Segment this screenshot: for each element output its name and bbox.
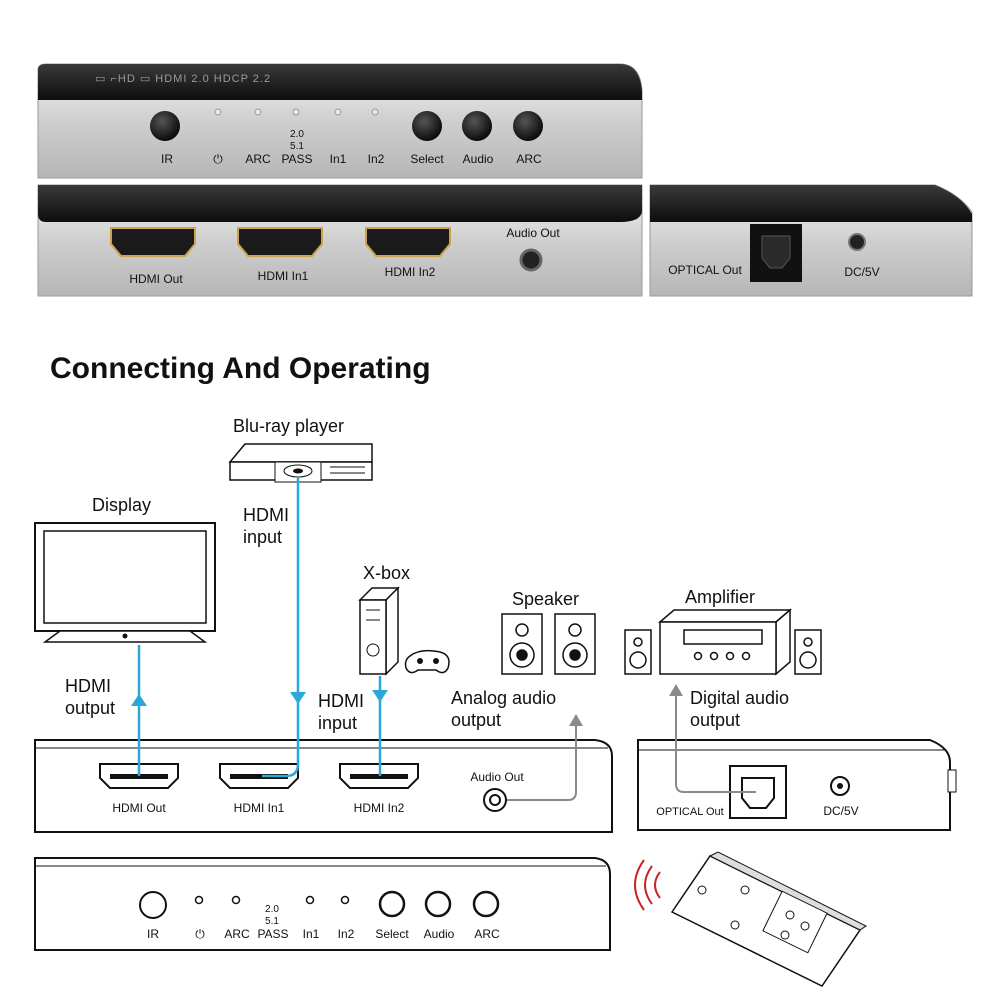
analog-audio-cable: [507, 714, 583, 801]
diagram-side-label: DC/5V: [823, 804, 858, 818]
photo-side-label: DC/5V: [844, 265, 879, 279]
display-label: Display: [92, 495, 151, 515]
diagram-front-label: In1: [303, 927, 320, 941]
hdmi-input-2-label: input: [318, 713, 357, 733]
hdmi-input-2-label: HDMI: [318, 691, 364, 711]
diagram-pass-label: 2.0: [265, 904, 279, 915]
diagram-back-label: HDMI In1: [234, 801, 285, 815]
photo-front-label: ⏻: [213, 152, 223, 166]
photo-side-panel: OPTICAL Out DC/5V: [649, 184, 973, 297]
diagram-front-label: Select: [375, 927, 409, 941]
photo-pass-label: 5.1: [290, 141, 304, 152]
diagram-back-label: HDMI Out: [112, 801, 166, 815]
diagram-pass-label: 5.1: [265, 916, 279, 927]
diagram-side-label: OPTICAL Out: [656, 806, 723, 818]
diagram-back-panel: HDMI Out HDMI In1 HDMI In2 Audio Out: [34, 739, 613, 833]
photo-band-text: ▭ ⌐HD ▭ HDMI 2.0 HDCP 2.2: [95, 73, 271, 85]
diagram-front-label: ARC: [224, 927, 250, 941]
hdmi-cable-xbox: [372, 676, 388, 776]
photo-front-label: Audio: [463, 152, 494, 166]
gamepad-icon: [404, 649, 450, 674]
speaker-device: Speaker: [501, 589, 596, 675]
photo-front-label: In2: [368, 152, 385, 166]
analog-audio-label: output: [451, 710, 501, 730]
display-device: Display: [34, 495, 216, 643]
diagram-front-label: Audio: [424, 927, 455, 941]
photo-back-panel: HDMI Out HDMI In1 HDMI In2 Audio Out: [37, 184, 643, 297]
diagram-side-panel: OPTICAL Out DC/5V: [637, 739, 957, 831]
diagram-front-panel: IR ⏻ ARC 2.0 5.1 PASS In1 In2 Select Aud…: [34, 857, 611, 951]
diagram-front-label: ARC: [474, 927, 500, 941]
diagram-front-label: ⏻: [195, 927, 205, 941]
ir-receiver-icon: [150, 111, 180, 141]
digital-audio-cable: [669, 684, 756, 793]
bluray-device: Blu-ray player: [228, 416, 373, 483]
section-title: Connecting And Operating: [50, 352, 431, 385]
bluray-label: Blu-ray player: [233, 416, 344, 436]
photo-front-label: In1: [330, 152, 347, 166]
hdmi-cable-bluray: [262, 478, 306, 778]
ir-signal-icon: [634, 859, 661, 911]
dc-jack-icon: [848, 233, 866, 251]
photo-front-label: ARC: [516, 152, 542, 166]
hdmi-port-icon: [110, 227, 451, 257]
hdmi-input-1-label: input: [243, 527, 282, 547]
photo-back-label: HDMI Out: [129, 272, 183, 286]
hdmi-output-label: HDMI: [65, 676, 111, 696]
diagram-front-label: IR: [147, 927, 159, 941]
photo-back-label: Audio Out: [506, 226, 560, 240]
arc-button-icon: [513, 111, 543, 141]
hdmi-cable-output: [131, 645, 147, 776]
xbox-label: X-box: [363, 563, 410, 583]
photo-front-label: Select: [410, 152, 444, 166]
amplifier-device: Amplifier: [624, 587, 822, 676]
photo-side-label: OPTICAL Out: [668, 263, 742, 277]
hdmi-output-label: output: [65, 698, 115, 718]
photo-front-panel: ▭ ⌐HD ▭ HDMI 2.0 HDCP 2.2 IR ⏻ ARC 2.0 5…: [37, 63, 643, 179]
amplifier-label: Amplifier: [685, 587, 755, 607]
select-button-icon: [412, 111, 442, 141]
diagram-front-label: PASS: [257, 927, 288, 941]
photo-front-label: ARC: [245, 152, 271, 166]
xbox-device: X-box: [358, 563, 450, 676]
hdmi-input-1-label: HDMI: [243, 505, 289, 525]
photo-front-label: PASS: [281, 152, 312, 166]
photo-back-label: HDMI In2: [385, 265, 436, 279]
digital-audio-label: output: [690, 710, 740, 730]
photo-front-label: IR: [161, 152, 173, 166]
analog-audio-label: Analog audio: [451, 688, 556, 708]
diagram-back-label: Audio Out: [470, 770, 524, 784]
diagram-back-label: HDMI In2: [354, 801, 405, 815]
photo-back-label: HDMI In1: [258, 269, 309, 283]
remote-control: [634, 851, 867, 987]
speaker-label: Speaker: [512, 589, 579, 609]
digital-audio-label: Digital audio: [690, 688, 789, 708]
audio-button-icon: [462, 111, 492, 141]
photo-pass-label: 2.0: [290, 129, 304, 140]
diagram-front-label: In2: [338, 927, 355, 941]
audio-jack-icon: [519, 248, 543, 272]
